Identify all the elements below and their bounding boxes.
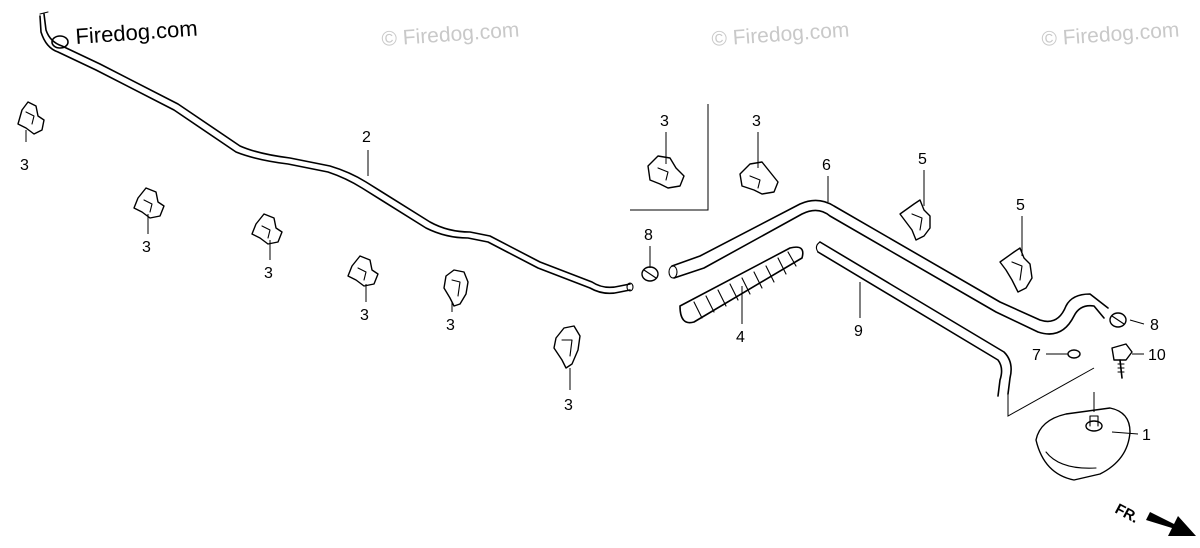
watermark-faded: © Firedog.com (381, 18, 520, 51)
callout-8: 8 (644, 227, 653, 244)
hose-clamp-part-8 (641, 266, 659, 282)
clip-part-3 (647, 155, 685, 189)
clip-part-3 (443, 269, 469, 307)
clip-part-3 (17, 101, 45, 135)
callout-4: 4 (736, 329, 745, 346)
base-part-1 (1035, 407, 1131, 481)
clip-part-3 (347, 255, 379, 287)
drain-tube-part-2 (39, 11, 634, 295)
clip-part-3 (739, 161, 779, 195)
hose-part-6 (668, 199, 1109, 335)
watermark-faded: © Firedog.com (1041, 18, 1180, 51)
clip-part-3 (133, 187, 165, 219)
leader-lines (25, 130, 1145, 435)
callout-3: 3 (752, 113, 761, 130)
front-direction-indicator: FR. (1112, 501, 1196, 536)
callout-2: 2 (362, 129, 371, 146)
watermark-faded: © Firedog.com (711, 18, 850, 51)
tube-part-9 (815, 241, 1012, 397)
callout-3: 3 (142, 239, 151, 256)
callout-3: 3 (660, 113, 669, 130)
callout-3: 3 (564, 397, 573, 414)
callout-8: 8 (1150, 317, 1159, 334)
callout-3: 3 (446, 317, 455, 334)
bolt-part-10 (1111, 343, 1133, 379)
callout-9: 9 (854, 323, 863, 340)
hose-clamp-part-8 (1109, 312, 1127, 328)
callout-1: 1 (1142, 427, 1151, 444)
callout-6: 6 (822, 157, 831, 174)
clip-part-3 (553, 325, 581, 369)
clip-part-5 (999, 247, 1033, 293)
fastener-part-7 (1067, 349, 1081, 359)
front-label: FR. (1112, 501, 1141, 527)
corrugated-boot-part-4 (679, 246, 804, 324)
callout-3: 3 (20, 157, 29, 174)
watermark-main: Firedog.com (75, 16, 199, 49)
clip-part-3 (251, 213, 283, 245)
callout-3: 3 (264, 265, 273, 282)
inset-frame (630, 104, 709, 211)
callout-10: 10 (1148, 347, 1166, 364)
callout-5: 5 (918, 151, 927, 168)
callout-5: 5 (1016, 197, 1025, 214)
callout-3: 3 (360, 307, 369, 324)
clip-part-5 (899, 199, 931, 241)
callout-7: 7 (1032, 347, 1041, 364)
assembly-frame-lines (1007, 367, 1095, 417)
front-arrow-icon (1146, 512, 1196, 536)
